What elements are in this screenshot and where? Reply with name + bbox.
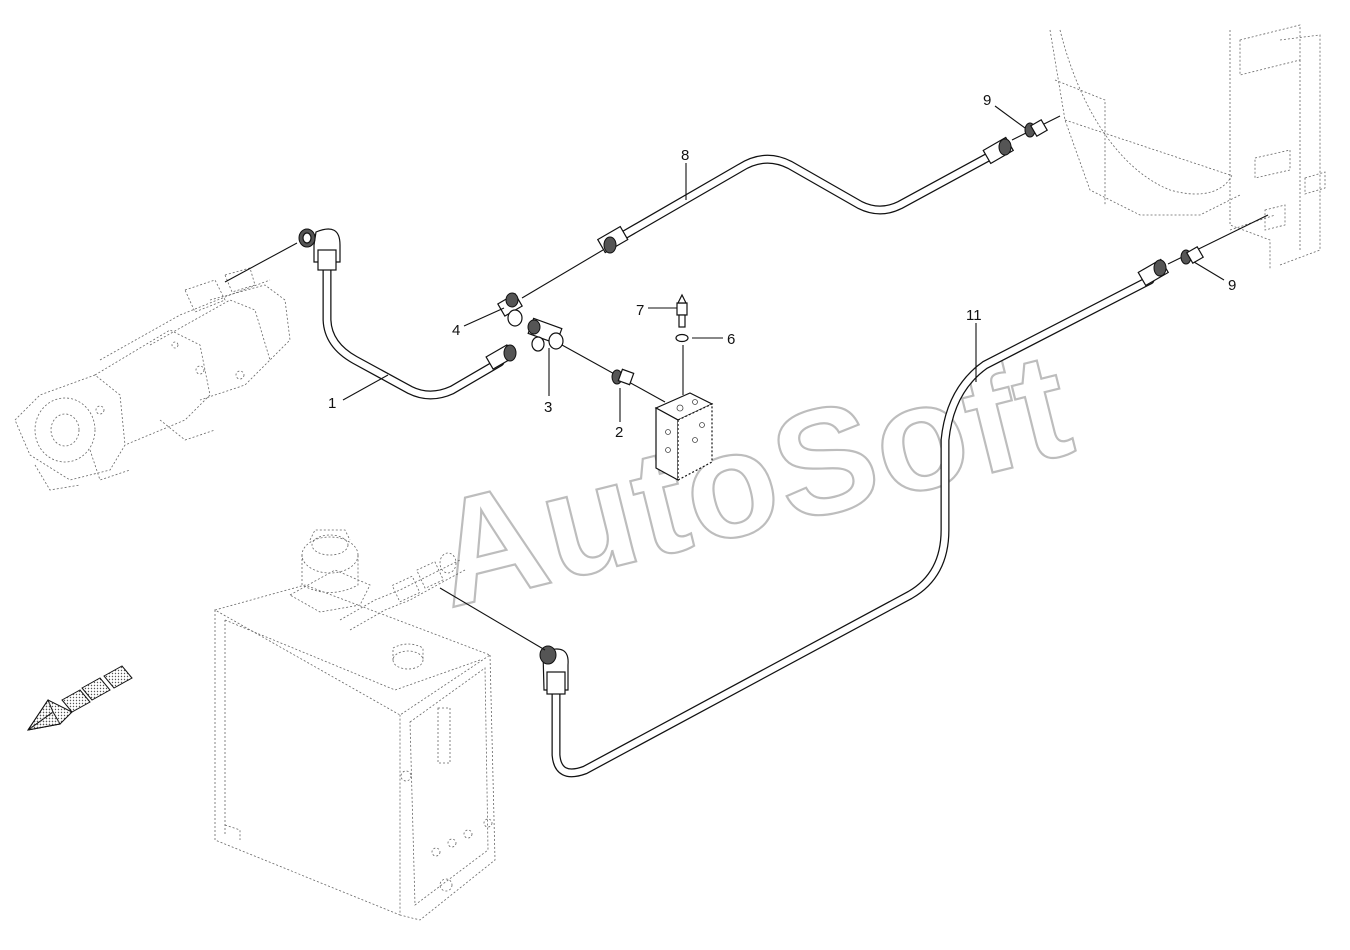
callout-9-upper: 9	[983, 92, 991, 109]
callout-11: 11	[966, 307, 982, 324]
callout-9-lower: 9	[1228, 277, 1236, 294]
arrow-down-left-icon	[26, 665, 133, 731]
hydraulic-pump	[14, 267, 291, 491]
callout-2: 2	[615, 424, 623, 441]
valve-block	[654, 392, 714, 482]
pump-port-line	[224, 242, 298, 283]
callout-1: 1	[328, 395, 336, 412]
pressure-sensor-7	[676, 293, 688, 328]
tee4-to-hose8-line	[521, 249, 604, 299]
hose-8	[596, 136, 1015, 254]
fitting-9-lower	[1167, 214, 1269, 265]
hydraulic-tank	[213, 529, 496, 921]
tank-to-hose11-line	[439, 587, 546, 651]
oil-cooler-assembly	[1049, 24, 1326, 270]
callout-8: 8	[681, 147, 689, 164]
adapter-2	[611, 368, 635, 386]
callout-4: 4	[452, 322, 460, 339]
tee-fitting-3	[527, 317, 564, 352]
hose-1	[298, 228, 517, 400]
callout-7: 7	[636, 302, 644, 319]
leader-lines	[342, 105, 1225, 422]
seal-ring-6	[675, 333, 689, 343]
tee-fitting-4	[497, 292, 523, 327]
callout-6: 6	[727, 331, 735, 348]
fitting-9-upper	[1011, 115, 1061, 141]
hose-11	[539, 258, 1170, 778]
callout-3: 3	[544, 399, 552, 416]
